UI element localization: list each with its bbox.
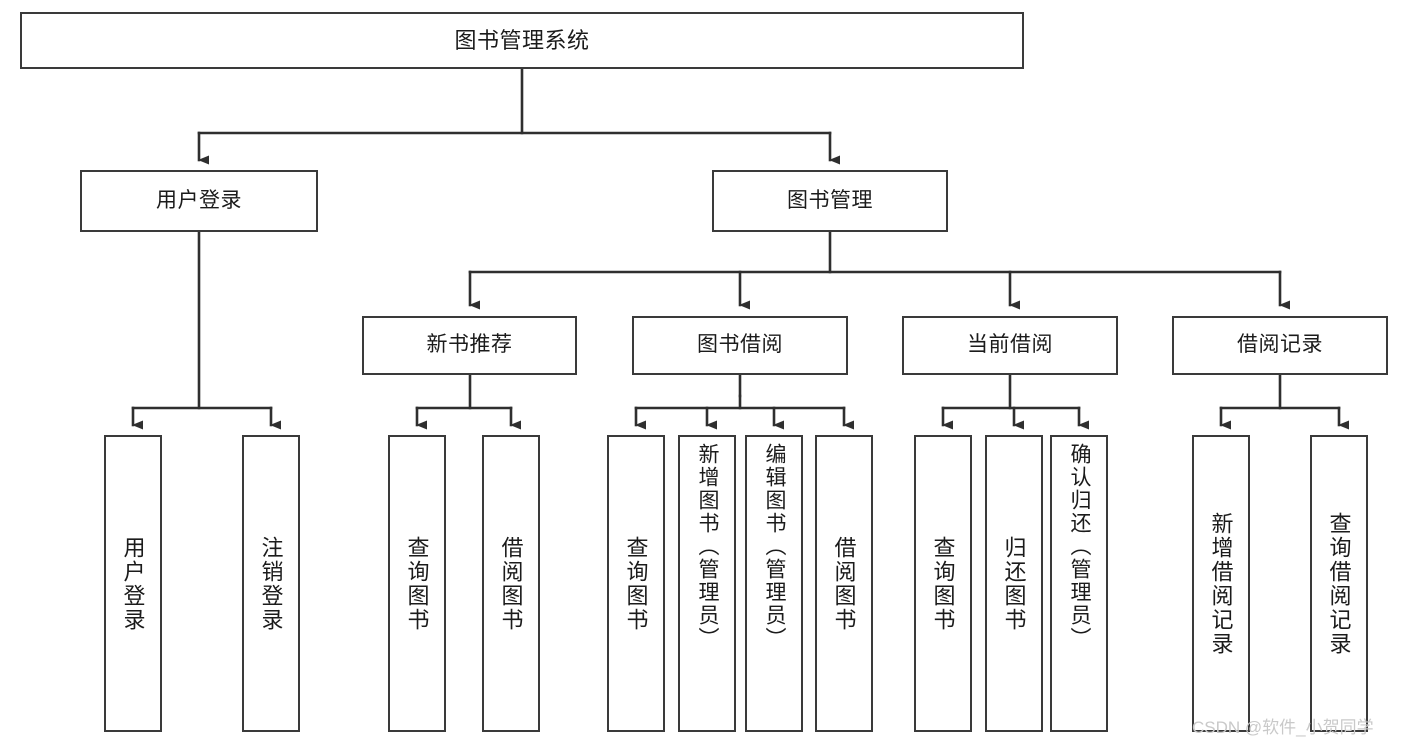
node-borrow-record[interactable]: 借阅记录 (1172, 316, 1388, 375)
node-label: 用户登录 (156, 188, 242, 212)
node-leaf-confirm-return-admin[interactable]: 确认归还（管理员） (1050, 435, 1108, 732)
node-book-borrow[interactable]: 图书借阅 (632, 316, 848, 375)
node-label: 新增借阅记录 (1208, 511, 1234, 656)
node-label: 编辑图书（管理员） (763, 443, 787, 650)
node-leaf-edit-book-admin[interactable]: 编辑图书（管理员） (745, 435, 803, 732)
node-label: 当前借阅 (967, 333, 1053, 357)
node-label: 确认归还（管理员） (1068, 443, 1092, 650)
node-leaf-return-book[interactable]: 归还图书 (985, 435, 1043, 732)
node-label: 查询图书 (623, 535, 649, 632)
node-label: 新增图书（管理员） (696, 443, 720, 650)
node-label: 注销登录 (258, 535, 284, 632)
node-label: 查询借阅记录 (1326, 511, 1352, 656)
node-root-book-management-system[interactable]: 图书管理系统 (20, 12, 1024, 69)
node-label: 借阅记录 (1237, 333, 1323, 357)
node-label: 图书管理 (787, 188, 873, 212)
node-leaf-add-borrow-record[interactable]: 新增借阅记录 (1192, 435, 1250, 732)
node-leaf-query-book-recommend[interactable]: 查询图书 (388, 435, 446, 732)
node-label: 图书管理系统 (454, 27, 590, 53)
node-label: 借阅图书 (498, 535, 524, 632)
node-label: 用户登录 (120, 535, 146, 632)
node-label: 查询图书 (930, 535, 956, 632)
node-label: 新书推荐 (426, 333, 513, 357)
node-user-login[interactable]: 用户登录 (80, 170, 318, 232)
node-new-book-recommend[interactable]: 新书推荐 (362, 316, 577, 375)
node-label: 图书借阅 (697, 333, 783, 357)
node-leaf-query-book-current[interactable]: 查询图书 (914, 435, 972, 732)
node-label: 借阅图书 (831, 535, 857, 632)
csdn-watermark: CSDN @软件_小贺同学 (1192, 718, 1374, 737)
node-leaf-add-book-admin[interactable]: 新增图书（管理员） (678, 435, 736, 732)
node-leaf-borrow-book-recommend[interactable]: 借阅图书 (482, 435, 540, 732)
node-label: 查询图书 (404, 535, 430, 632)
node-book-management[interactable]: 图书管理 (712, 170, 948, 232)
node-current-borrow[interactable]: 当前借阅 (902, 316, 1118, 375)
node-leaf-borrow-book[interactable]: 借阅图书 (815, 435, 873, 732)
node-label: 归还图书 (1001, 535, 1027, 632)
node-leaf-query-book-borrow[interactable]: 查询图书 (607, 435, 665, 732)
node-leaf-user-logout[interactable]: 注销登录 (242, 435, 300, 732)
node-leaf-user-login[interactable]: 用户登录 (104, 435, 162, 732)
node-leaf-query-borrow-record[interactable]: 查询借阅记录 (1310, 435, 1368, 732)
